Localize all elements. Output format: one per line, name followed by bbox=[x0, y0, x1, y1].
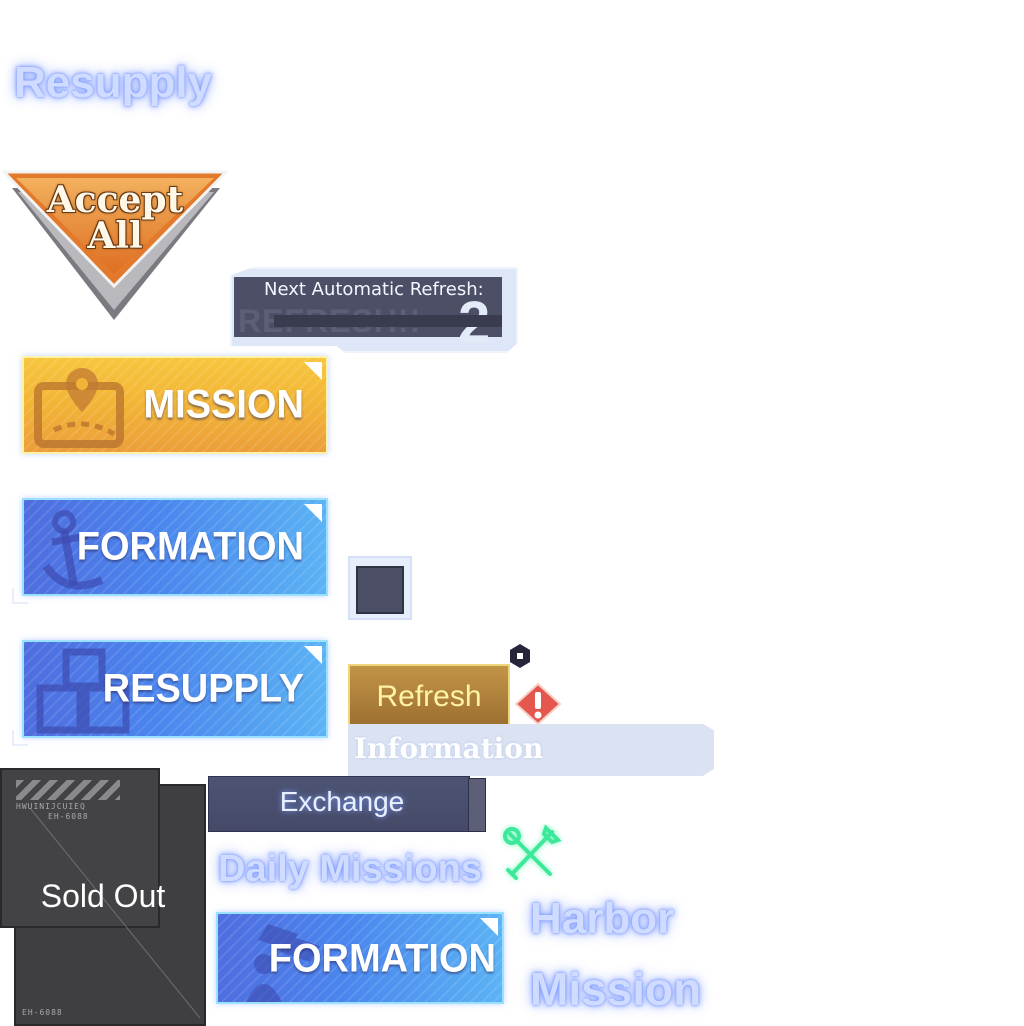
information-label: Information bbox=[354, 732, 544, 765]
corner-bracket bbox=[12, 730, 28, 746]
card-diagonal bbox=[29, 807, 201, 1019]
mission-button[interactable]: MISSION bbox=[22, 356, 328, 454]
sold-out-card: HWUINIJCUIEQ EH-6088 EH-6088 Sold Out bbox=[0, 768, 206, 1026]
refresh-label: Refresh bbox=[376, 680, 482, 713]
mission-title: Mission bbox=[530, 963, 702, 1015]
map-pin-icon bbox=[34, 368, 124, 448]
alert-icon bbox=[514, 682, 562, 726]
corner-tab bbox=[304, 504, 322, 522]
exchange-button[interactable]: Exchange bbox=[208, 776, 486, 832]
corner-bracket bbox=[12, 588, 28, 604]
information-bar: Information bbox=[348, 724, 714, 776]
resupply-label: RESUPPLY bbox=[102, 666, 304, 712]
refresh-stripe bbox=[274, 315, 502, 327]
refresh-timer-panel: 2 REFRESH!! Next Automatic Refresh: bbox=[230, 267, 518, 355]
hex-badge-icon bbox=[510, 644, 530, 668]
accept-all-button[interactable]: Accept All bbox=[2, 170, 228, 325]
tools-icon bbox=[503, 824, 562, 880]
mission-label: MISSION bbox=[143, 382, 304, 428]
accept-label-line1: Accept bbox=[46, 179, 184, 221]
square-icon bbox=[356, 566, 404, 614]
daily-missions-title: Daily Missions bbox=[218, 848, 482, 890]
card-code-bottom: EH-6088 bbox=[22, 1008, 63, 1017]
exchange-tab bbox=[468, 778, 486, 832]
accept-all-shape bbox=[2, 170, 228, 320]
formation-button[interactable]: FORMATION bbox=[22, 498, 328, 596]
resupply-title: Resupply bbox=[14, 58, 213, 107]
card-code-mid: EH-6088 bbox=[48, 812, 89, 821]
corner-tab bbox=[304, 362, 322, 380]
cubes-icon bbox=[36, 648, 130, 734]
refresh-button[interactable]: Refresh bbox=[348, 664, 510, 728]
square-button[interactable] bbox=[348, 556, 412, 620]
grid-person-icon bbox=[246, 924, 320, 1002]
formation-button-2[interactable]: FORMATION bbox=[216, 912, 504, 1004]
harbor-title: Harbor bbox=[530, 894, 675, 943]
exchange-bar bbox=[208, 776, 470, 832]
accept-label-line2: All bbox=[87, 215, 143, 257]
refresh-panel-title: Next Automatic Refresh: bbox=[264, 279, 484, 300]
hazard-stripes bbox=[16, 780, 120, 800]
card-code-top: HWUINIJCUIEQ bbox=[16, 802, 86, 811]
formation-label-2: FORMATION bbox=[268, 936, 496, 982]
anchor-icon bbox=[42, 510, 104, 590]
sold-out-label: Sold Out bbox=[40, 878, 166, 914]
corner-tab bbox=[304, 646, 322, 664]
formation-label: FORMATION bbox=[76, 524, 304, 570]
resupply-button[interactable]: RESUPPLY bbox=[22, 640, 328, 738]
exchange-label: Exchange bbox=[279, 786, 405, 817]
refresh-panel-inner bbox=[234, 277, 502, 337]
corner-tab bbox=[480, 918, 498, 936]
